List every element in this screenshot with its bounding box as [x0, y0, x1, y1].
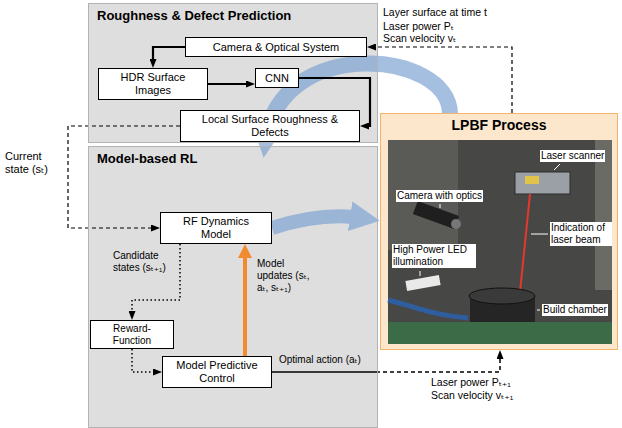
connector-arrow — [208, 83, 249, 85]
leader-line — [531, 234, 548, 235]
panel-title: Model-based RL — [97, 151, 197, 166]
edge-label: Optimal action (aₜ) — [278, 354, 362, 366]
photo-ground — [388, 140, 612, 344]
box-text: Local Surface Roughness & Defects — [184, 113, 356, 138]
circuit-board — [388, 322, 612, 344]
laser-beam — [520, 194, 530, 292]
frame-post — [595, 140, 612, 290]
box-text: Reward-Function — [94, 323, 170, 346]
box-text: HDR Surface Images — [102, 71, 204, 96]
leader-line — [537, 310, 540, 311]
box-text: Model Predictive Control — [171, 359, 263, 384]
process-box: RF Dynamics Model — [160, 212, 272, 244]
connector-arrow — [132, 349, 156, 372]
panel-fill — [88, 146, 378, 428]
cycle-arrow — [272, 216, 362, 228]
photo-callout: Indication of laser beam — [550, 222, 612, 246]
panel-title: LPBF Process — [381, 117, 617, 133]
leader-line — [554, 164, 560, 170]
edge-label: Model updates (sₜ, aₜ, sₜ₊₁) — [256, 258, 322, 294]
camera-lens — [451, 219, 461, 229]
edge-label: Layer surface at time t — [382, 6, 488, 19]
led-light — [405, 275, 440, 291]
process-box: Reward-Function — [90, 320, 174, 349]
connector-arrow — [373, 47, 512, 113]
photo-callout: Laser scanner — [540, 150, 605, 162]
leader-line — [420, 271, 421, 276]
process-box: Model Predictive Control — [162, 356, 272, 388]
box-text: CNN — [265, 72, 289, 85]
signal-label: Laser power Pₜ — [382, 20, 455, 33]
process-box: CNN — [255, 68, 299, 88]
signal-label: Laser power Pₜ₊₁ — [430, 376, 512, 389]
box-text: Camera & Optical System — [213, 41, 340, 54]
photo-callout: Build chamber — [542, 304, 608, 316]
process-box: Local Surface Roughness & Defects — [180, 110, 360, 142]
scanner-plate — [525, 176, 539, 184]
signal-label: Scan velocity vₜ — [382, 32, 457, 45]
photo-callout: High Power LED illumination — [392, 244, 476, 268]
signal-label: Scan velocity vₜ₊₁ — [430, 389, 514, 402]
process-box: HDR Surface Images — [98, 68, 208, 100]
rl-panel: Model-based RL RF Dynamics ModelReward-Fu… — [88, 146, 378, 428]
laser-scanner — [515, 172, 570, 194]
process-box: Camera & Optical System — [185, 37, 367, 57]
chamber-top — [469, 288, 535, 304]
tube — [388, 300, 468, 318]
box-text: RF Dynamics Model — [181, 215, 251, 240]
edge-label: Candidate states (sₜ₊₁) — [112, 250, 178, 274]
panel-title: Roughness & Defect Prediction — [97, 8, 291, 23]
machine-photo — [388, 140, 612, 344]
leader-line — [440, 204, 441, 208]
photo-callout: Camera with optics — [396, 190, 483, 202]
connector-arrow — [153, 47, 185, 62]
connector-arrow — [243, 254, 247, 356]
edge-label: Current state (sₜ) — [4, 150, 66, 176]
leader-lines — [420, 164, 560, 310]
panel-fill — [380, 113, 618, 350]
prediction-panel: Roughness & Defect PredictionCamera & Op… — [88, 3, 378, 143]
